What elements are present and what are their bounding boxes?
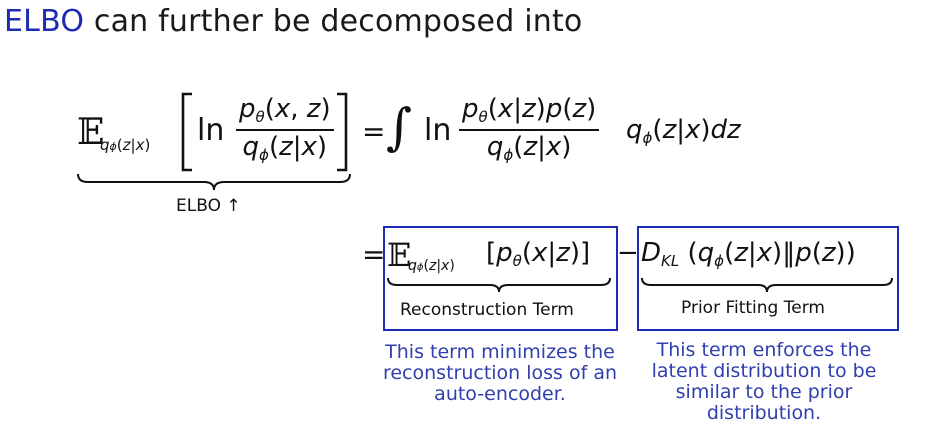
expectation-symbol: 𝔼: [77, 112, 105, 153]
expectation-subscript: qϕ(z|x): [100, 136, 151, 154]
ln-1: ln: [197, 113, 225, 148]
up-arrow-icon: ↑: [226, 196, 241, 216]
prior-underbrace: [641, 277, 893, 293]
minus-sign: −: [617, 238, 639, 268]
ln-2: ln: [424, 113, 452, 148]
right-bracket: [337, 92, 348, 172]
reconstruction-term-label: Reconstruction Term: [400, 300, 574, 320]
reconstruction-expr: [pθ(x|z)]: [486, 238, 591, 270]
elbo-underbrace: [77, 173, 351, 191]
reconstruction-underbrace: [387, 277, 611, 293]
prior-term-box: [637, 226, 899, 331]
prior-note: This term enforces the latent distributi…: [651, 339, 877, 424]
fraction-1: pθ(x, z) qϕ(z|x): [232, 94, 338, 164]
left-bracket: [181, 92, 192, 172]
elbo-label-text: ELBO: [176, 196, 221, 216]
elbo-label: ELBO ↑: [176, 196, 241, 216]
heading-text: can further be decomposed into: [84, 4, 583, 39]
equals-2: =: [362, 238, 386, 271]
reconstruction-note: This term minimizes the reconstruction l…: [382, 341, 618, 405]
reconstruction-term-box: [383, 226, 618, 331]
prior-term-label: Prior Fitting Term: [681, 298, 825, 318]
integrand-tail: qϕ(z|x)dz: [626, 115, 741, 147]
expectation-symbol-2: 𝔼: [387, 236, 412, 274]
kl-expr: DKL (qϕ(z|x)‖p(z)): [641, 238, 856, 270]
slide-heading: ELBO can further be decomposed into: [4, 2, 582, 42]
expectation-subscript-2: qϕ(z|x): [408, 258, 455, 274]
equals-1: =: [362, 115, 386, 148]
integral-sign: ∫: [386, 98, 413, 156]
fraction-2: pθ(x|z)p(z) qϕ(z|x): [455, 94, 603, 164]
heading-highlight: ELBO: [4, 4, 85, 39]
